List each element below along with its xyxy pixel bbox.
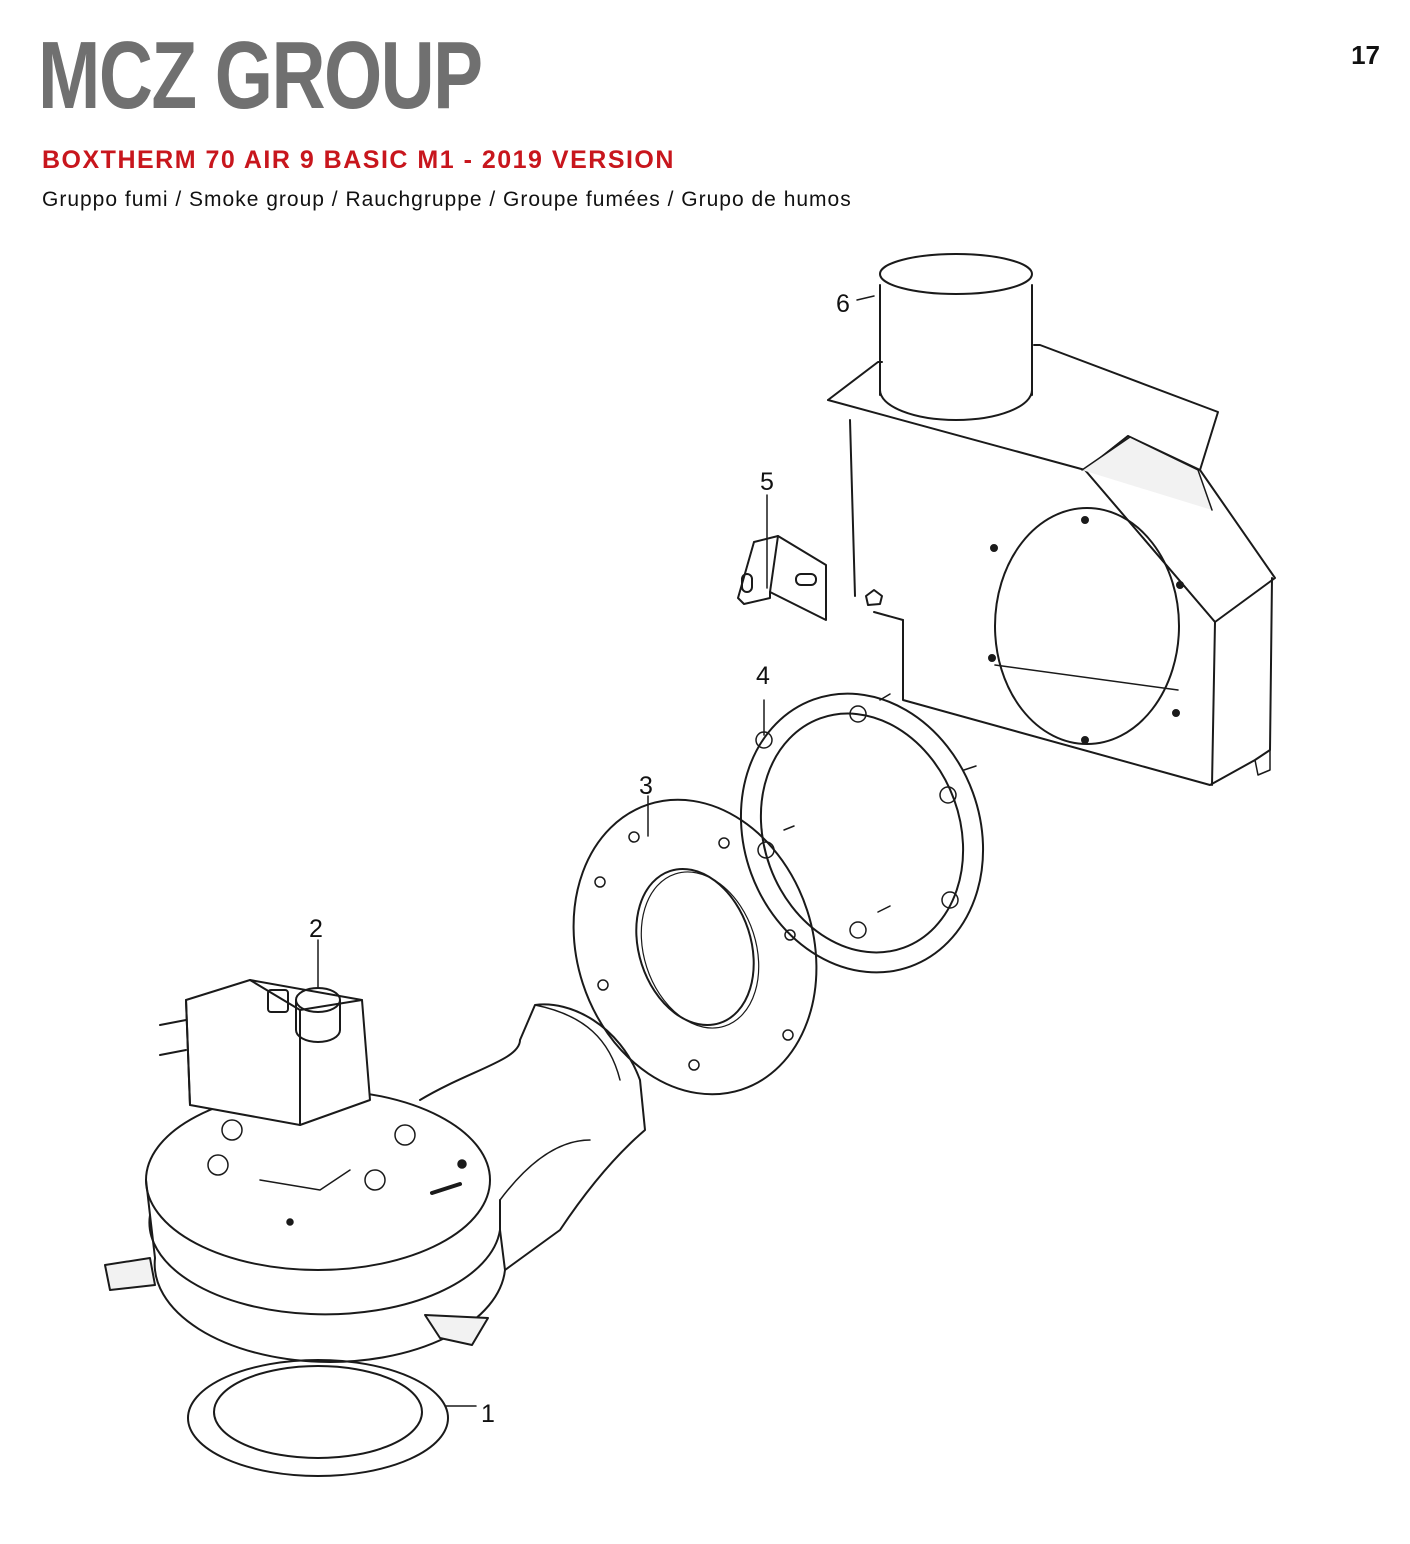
callout-6: 6 bbox=[836, 290, 850, 318]
callout-1: 1 bbox=[481, 1400, 495, 1428]
flange-gasket bbox=[739, 692, 985, 974]
smoke-box bbox=[827, 253, 1276, 786]
callout-5: 5 bbox=[760, 468, 774, 496]
mounting-bracket bbox=[737, 494, 827, 621]
seal-ring bbox=[187, 1359, 477, 1477]
brand-logo: MCZ GROUP bbox=[38, 22, 483, 129]
smoke-extractor-fan bbox=[104, 939, 646, 1363]
section-subtitle: Gruppo fumi / Smoke group / Rauchgruppe … bbox=[42, 188, 852, 211]
page-number: 17 bbox=[1351, 40, 1380, 70]
callout-3: 3 bbox=[639, 772, 653, 800]
model-title: BOXTHERM 70 AIR 9 BASIC M1 - 2019 VERSIO… bbox=[42, 146, 675, 174]
flange-plate bbox=[572, 795, 818, 1096]
callout-4: 4 bbox=[756, 662, 770, 690]
callout-2: 2 bbox=[309, 915, 323, 943]
